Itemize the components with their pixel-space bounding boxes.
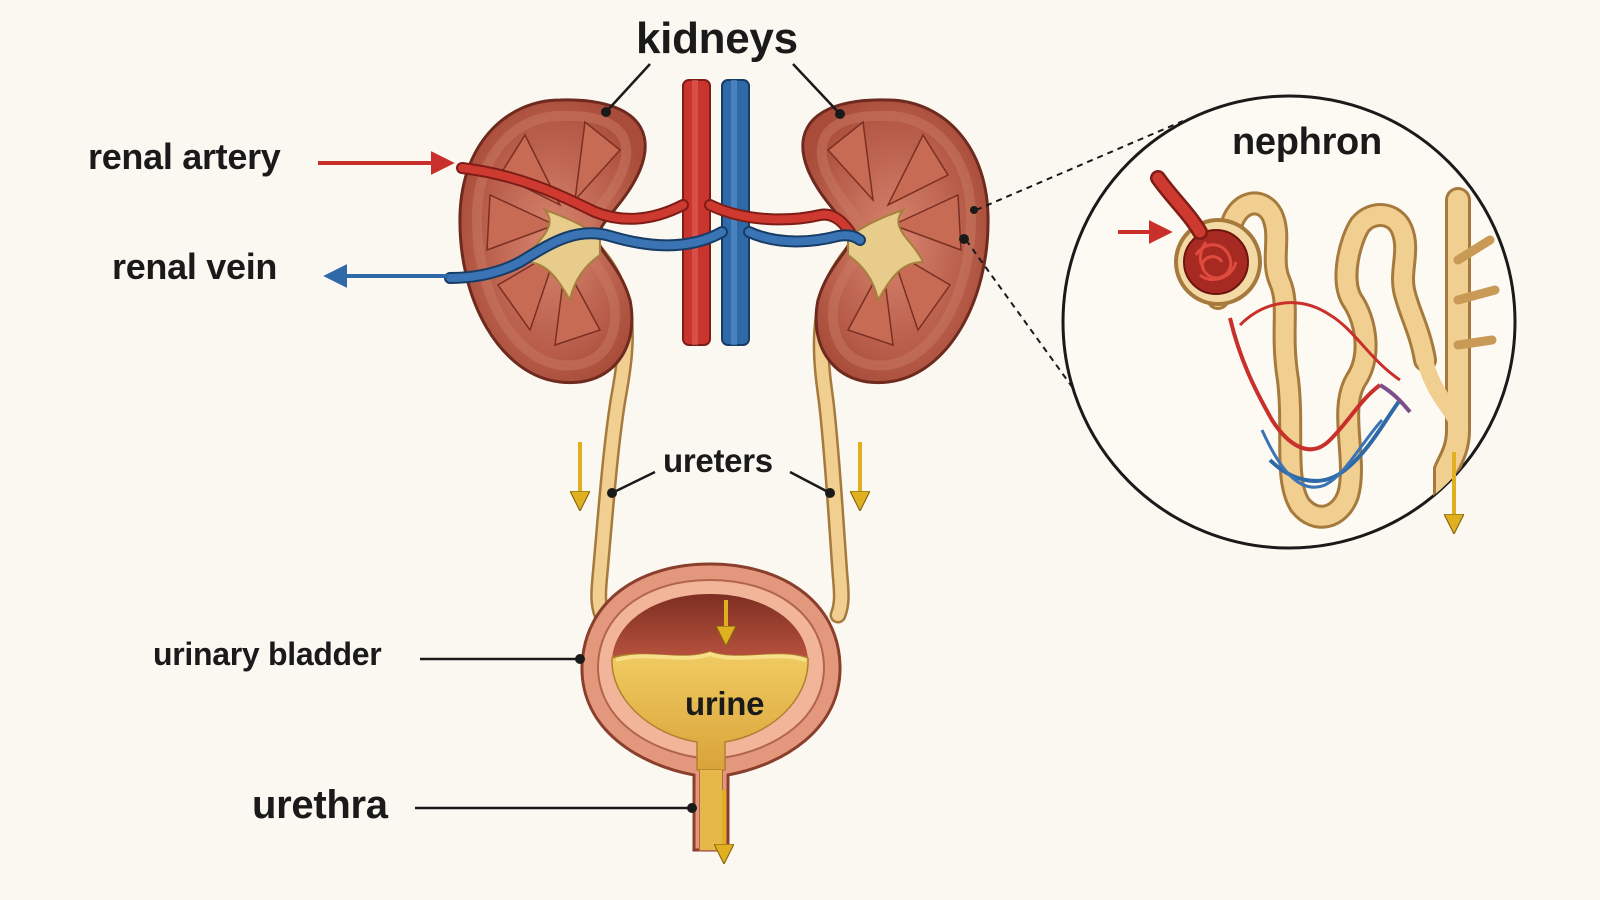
right-kidney <box>801 98 990 385</box>
urinary-bladder <box>580 562 842 852</box>
nephron-inset <box>1061 94 1517 550</box>
leader-dot-icon <box>575 107 978 813</box>
label-renal-vein: renal vein <box>112 246 278 287</box>
zoom-line-bottom <box>965 239 1097 421</box>
label-urethra: urethra <box>252 783 388 827</box>
aorta <box>682 79 711 346</box>
flow-arrow-icon <box>580 442 860 858</box>
label-nephron: nephron <box>1232 121 1382 163</box>
zoom-line-top <box>975 120 1184 211</box>
label-urinary-bladder: urinary bladder <box>153 636 382 672</box>
label-renal-artery: renal artery <box>88 136 281 177</box>
label-urine: urine <box>685 685 765 722</box>
label-kidneys: kidneys <box>636 14 798 63</box>
leader-lines <box>415 63 841 810</box>
label-ureters: ureters <box>663 442 773 479</box>
